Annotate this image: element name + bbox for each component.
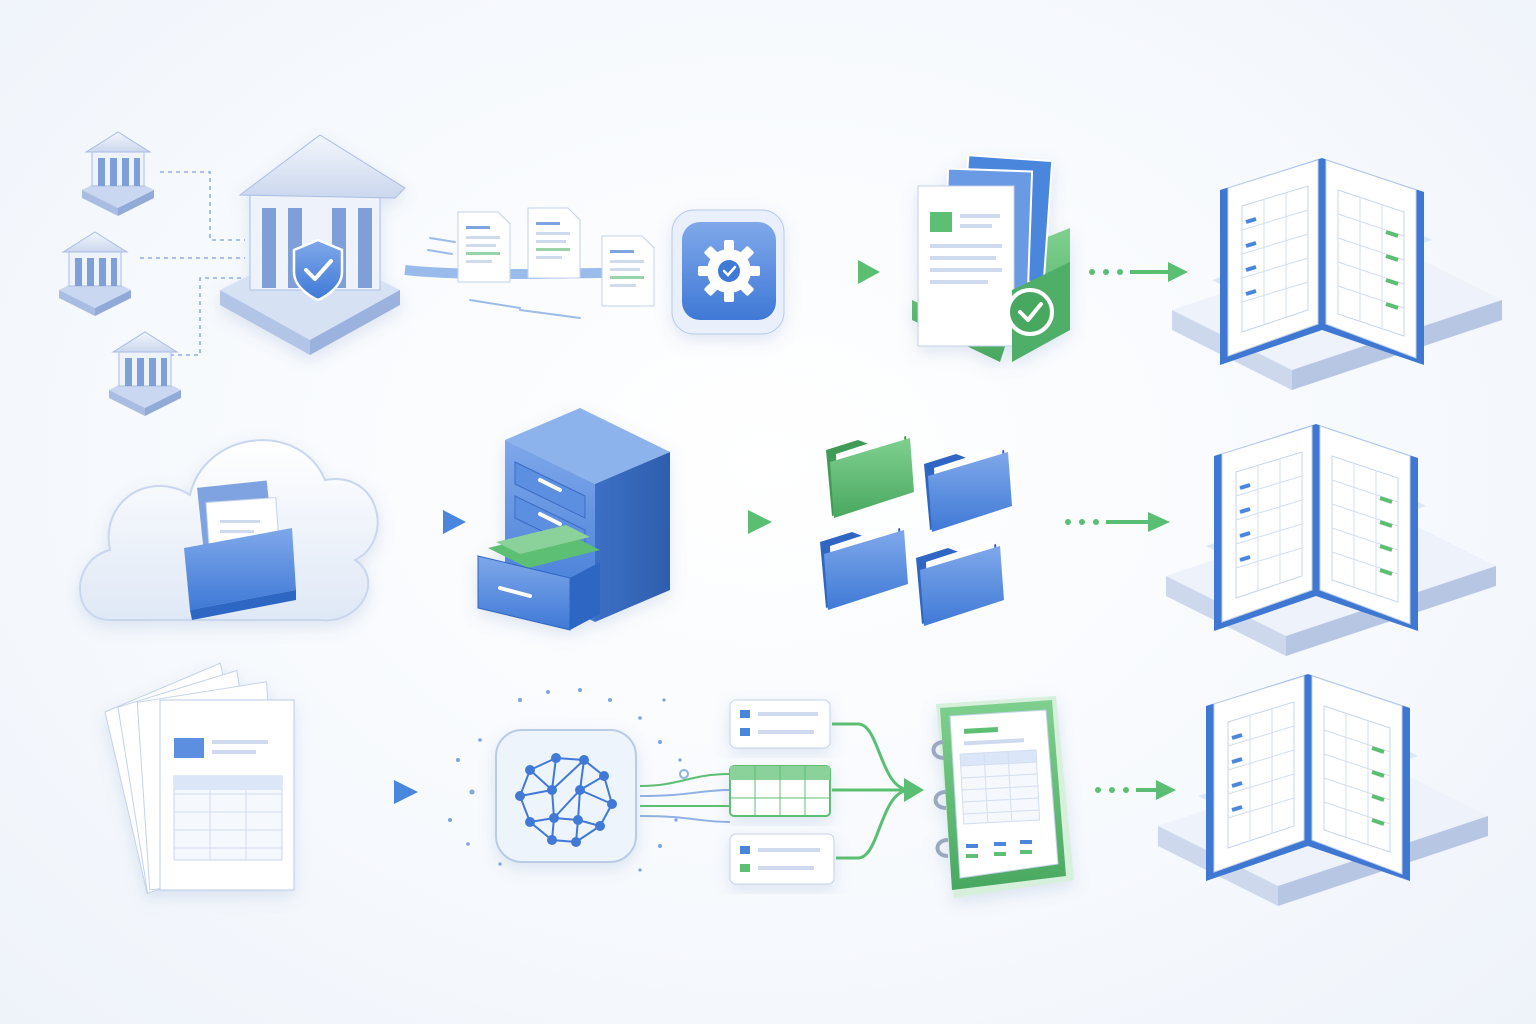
processing-gear-node xyxy=(671,209,785,335)
branch-connectors xyxy=(140,171,245,356)
arrow-head xyxy=(858,260,880,284)
document-icon xyxy=(527,207,581,279)
arrow-head xyxy=(394,780,418,804)
ledger-book-icon xyxy=(1164,422,1498,658)
main-bank-icon xyxy=(220,134,406,355)
extraction-flows xyxy=(639,769,731,823)
arrow-head xyxy=(443,510,466,534)
arrow-head xyxy=(904,778,924,802)
paper-statements-icon xyxy=(104,662,295,895)
check-badge-icon xyxy=(1006,288,1054,336)
gear-icon xyxy=(698,240,760,302)
bank-branch-icon xyxy=(58,231,132,317)
folder-icon xyxy=(826,432,914,518)
record-table-card xyxy=(729,765,831,817)
incoming-documents xyxy=(457,207,655,307)
folder-icon xyxy=(916,540,1004,626)
ledger-book-icon xyxy=(1170,156,1504,392)
document-icon xyxy=(601,235,655,307)
bank-branch-icon xyxy=(81,131,155,217)
ring-binder-report-icon xyxy=(931,696,1074,898)
folder-icon xyxy=(924,446,1012,532)
folder-icon xyxy=(820,524,908,610)
document-icon xyxy=(457,211,511,283)
ledger-book-icon xyxy=(1156,672,1490,908)
sorted-folders xyxy=(820,432,1012,626)
extracted-records xyxy=(729,699,835,885)
merge-connectors xyxy=(832,722,911,860)
dotted-arrow xyxy=(1095,780,1176,800)
verified-document-folder xyxy=(912,154,1070,362)
arrow-head xyxy=(748,510,772,534)
filing-cabinet-icon xyxy=(477,408,670,631)
record-card xyxy=(729,699,831,749)
cloud-folder-icon xyxy=(79,439,379,622)
motion-lines xyxy=(427,237,581,319)
record-card xyxy=(729,833,835,885)
dotted-arrow xyxy=(1089,262,1188,282)
particle-field xyxy=(448,688,682,872)
row-bank-feeds xyxy=(58,131,1504,417)
dotted-arrow xyxy=(1065,512,1170,532)
neural-network-node xyxy=(495,729,637,863)
row-ai-extraction xyxy=(104,662,1490,908)
bank-branch-icon xyxy=(108,331,182,417)
row-cloud-archive xyxy=(79,408,1498,658)
shield-check-icon xyxy=(292,238,344,302)
